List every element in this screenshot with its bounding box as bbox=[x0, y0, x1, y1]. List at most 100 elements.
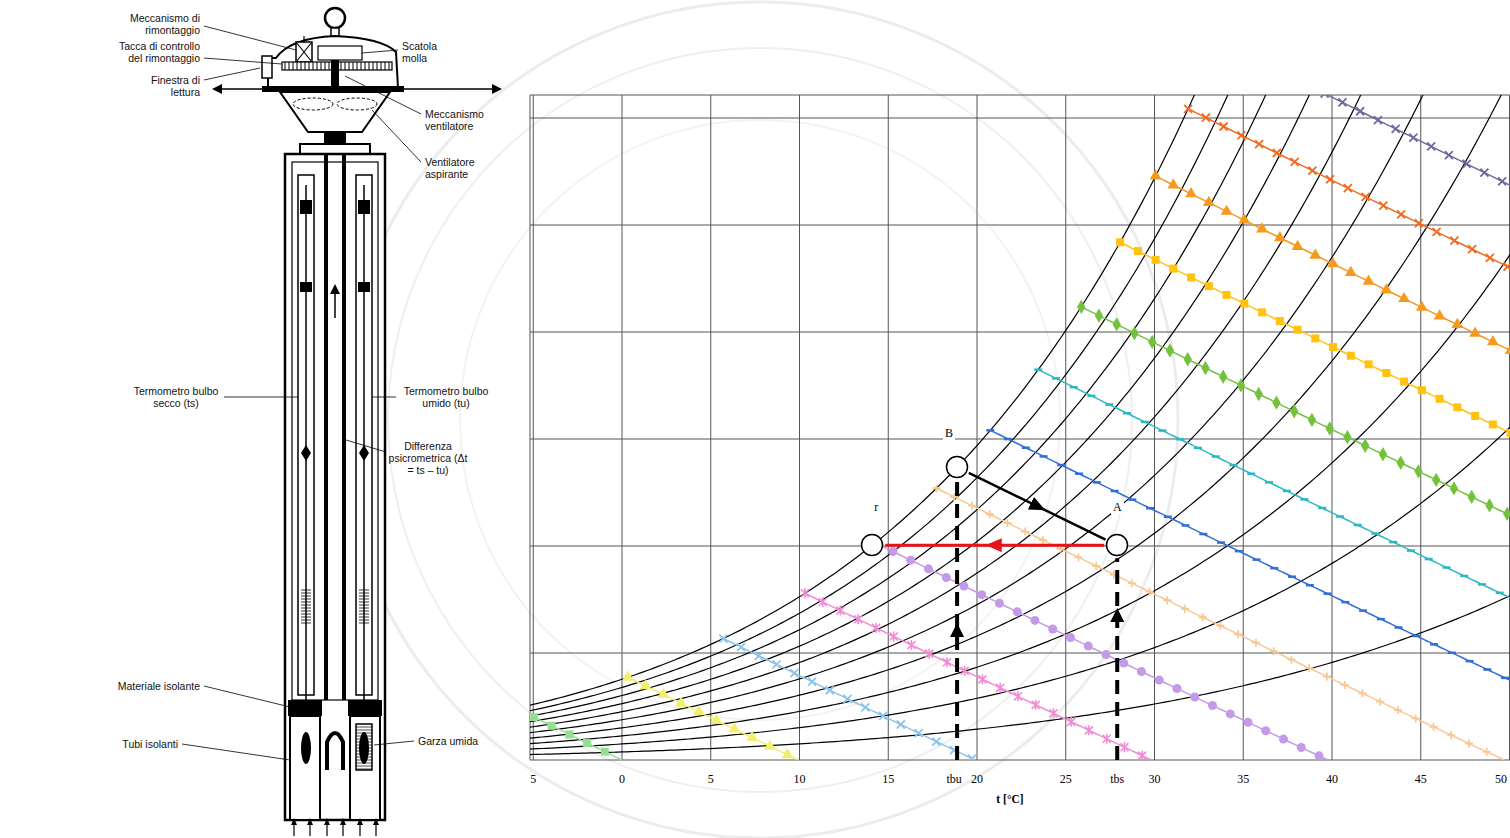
leader-line bbox=[204, 26, 296, 50]
enthalpy-line-group bbox=[1184, 105, 1510, 760]
grid-line bbox=[710, 95, 711, 760]
enthalpy-marker bbox=[1344, 184, 1352, 192]
enthalpy-marker bbox=[1311, 334, 1319, 342]
enthalpy-marker bbox=[932, 738, 940, 746]
enthalpy-line-group bbox=[622, 671, 798, 760]
part-label: Meccanismo di rimontaggio bbox=[118, 12, 200, 36]
grid-line bbox=[530, 439, 1510, 440]
psychrometric-chart bbox=[530, 95, 1510, 760]
enthalpy-marker bbox=[782, 748, 794, 758]
thermometer-scale bbox=[359, 590, 369, 623]
enthalpy-marker bbox=[1407, 549, 1415, 552]
enthalpy-marker bbox=[1486, 254, 1494, 262]
enthalpy-marker bbox=[1504, 263, 1510, 271]
enthalpy-marker bbox=[1095, 308, 1103, 322]
enthalpy-marker bbox=[1141, 421, 1149, 424]
axis-tick-label: 40 bbox=[1326, 772, 1338, 786]
seal-ring bbox=[388, 48, 1132, 792]
enthalpy-marker bbox=[819, 597, 827, 607]
enthalpy-marker bbox=[1450, 481, 1458, 495]
enthalpy-marker bbox=[1448, 652, 1456, 655]
part-label: Materiale isolante bbox=[118, 680, 200, 692]
insulating-material bbox=[348, 700, 382, 716]
enthalpy-marker bbox=[1397, 456, 1405, 470]
enthalpy-line-group bbox=[1116, 238, 1510, 760]
enthalpy-marker bbox=[1374, 116, 1382, 124]
enthalpy-line bbox=[1218, 95, 1510, 760]
humidity-curve bbox=[530, 95, 1510, 724]
enthalpy-marker bbox=[943, 657, 951, 667]
enthalpy-marker bbox=[1480, 169, 1488, 177]
axis-tick-label: 5 bbox=[530, 772, 536, 786]
enthalpy-marker bbox=[1469, 326, 1481, 336]
intake-arrowhead bbox=[324, 818, 330, 825]
enthalpy-marker bbox=[1247, 472, 1255, 475]
axis-title: t [°C] bbox=[996, 792, 1023, 806]
insulating-tube bbox=[350, 716, 380, 820]
enthalpy-marker bbox=[942, 573, 951, 582]
enthalpy-marker bbox=[583, 739, 591, 747]
state-point: B bbox=[945, 455, 969, 479]
enthalpy-marker bbox=[1085, 725, 1093, 735]
enthalpy-marker bbox=[1292, 240, 1304, 250]
enthalpy-marker bbox=[1489, 420, 1497, 428]
enthalpy-marker bbox=[1166, 343, 1174, 357]
dome-housing bbox=[268, 36, 398, 88]
enthalpy-marker bbox=[1150, 169, 1162, 179]
enthalpy-marker bbox=[1052, 377, 1060, 380]
enthalpy-marker bbox=[1389, 541, 1397, 544]
enthalpy-marker bbox=[1021, 528, 1029, 536]
enthalpy-marker bbox=[737, 643, 745, 651]
grid-line bbox=[888, 95, 889, 760]
enthalpy-marker bbox=[1503, 507, 1510, 521]
insulating-tube bbox=[290, 716, 320, 820]
axis-tick-label: 45 bbox=[1415, 772, 1427, 786]
enthalpy-marker bbox=[1308, 413, 1316, 427]
enthalpy-marker bbox=[1483, 668, 1491, 671]
enthalpy-marker bbox=[711, 714, 723, 724]
enthalpy-marker bbox=[1120, 742, 1128, 752]
spring-box bbox=[318, 46, 362, 60]
enthalpy-marker bbox=[1290, 404, 1298, 418]
axis-tick-label: 50 bbox=[1495, 772, 1507, 786]
enthalpy-marker bbox=[844, 695, 852, 703]
humidity-curve bbox=[530, 95, 1510, 719]
enthalpy-marker bbox=[888, 547, 897, 556]
enthalpy-marker bbox=[1039, 536, 1047, 544]
enthalpy-marker bbox=[1427, 142, 1435, 150]
outer-tube bbox=[285, 154, 385, 820]
enthalpy-marker bbox=[1103, 734, 1111, 744]
enthalpy-marker bbox=[1138, 751, 1146, 760]
leader-line bbox=[372, 110, 421, 162]
enthalpy-line-group bbox=[1077, 300, 1510, 760]
enthalpy-marker bbox=[1294, 326, 1302, 334]
enthalpy-marker bbox=[879, 712, 887, 720]
enthalpy-marker bbox=[1199, 533, 1207, 536]
axis-tick-label: 25 bbox=[1060, 772, 1072, 786]
enthalpy-marker bbox=[1004, 438, 1012, 441]
seal-ring bbox=[460, 120, 1060, 720]
exhaust-arrowhead bbox=[492, 84, 502, 94]
enthalpy-marker bbox=[1279, 735, 1288, 744]
grid-line bbox=[799, 95, 800, 760]
enthalpy-marker bbox=[1181, 605, 1189, 613]
enthalpy-line bbox=[628, 677, 799, 760]
enthalpy-marker bbox=[1498, 177, 1506, 185]
airflow-arrowhead bbox=[330, 284, 340, 294]
enthalpy-marker bbox=[1185, 187, 1197, 197]
enthalpy-marker bbox=[1397, 210, 1405, 218]
enthalpy-marker bbox=[1040, 455, 1048, 458]
enthalpy-marker bbox=[1190, 693, 1199, 702]
enthalpy-marker bbox=[1371, 532, 1379, 535]
grid-line bbox=[1420, 95, 1421, 760]
enthalpy-marker bbox=[1273, 149, 1281, 157]
point-circle bbox=[947, 457, 968, 478]
enthalpy-marker bbox=[1354, 524, 1362, 527]
humidity-curve bbox=[530, 229, 1510, 745]
reading-window bbox=[262, 56, 272, 78]
enthalpy-marker bbox=[1336, 515, 1344, 518]
enthalpy-marker bbox=[1323, 673, 1331, 681]
enthalpy-marker bbox=[1176, 438, 1184, 441]
exhaust-arrowhead bbox=[212, 84, 222, 94]
